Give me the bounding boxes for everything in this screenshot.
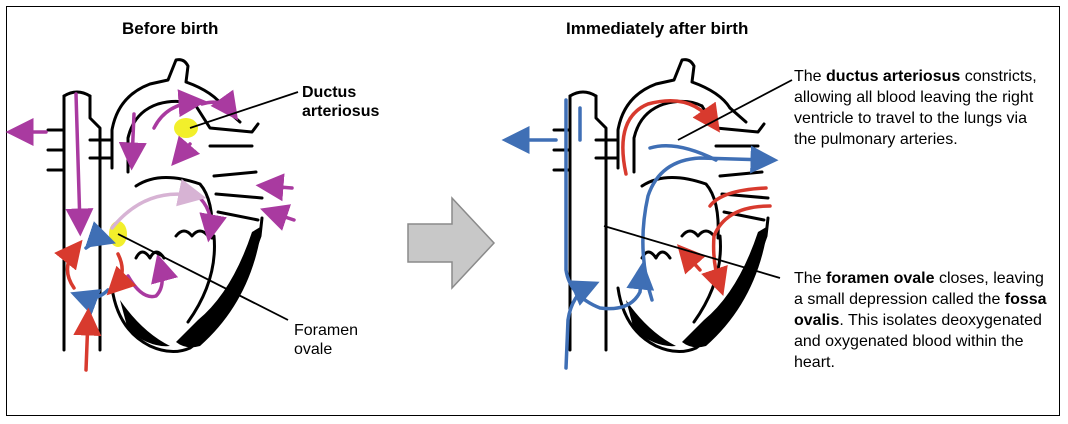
foramen-loop-arrows (67, 240, 122, 370)
ductus-arteriosus-label: Ductus arteriosus (302, 84, 379, 122)
foramen-label-line1: Foramen (294, 322, 358, 341)
ventricle-wall-left-2 (176, 226, 262, 347)
foramen-note-term: foramen ovale (826, 270, 934, 287)
transition-arrow (408, 198, 494, 288)
foramen-label-line2: ovale (294, 341, 358, 360)
ductus-note-term: ductus arteriosus (826, 68, 960, 85)
ductus-arteriosus-note: The ductus arteriosus constricts, allowi… (794, 66, 1044, 150)
ventricle-wall-right-2 (682, 226, 768, 347)
foramen-pointer-line (118, 234, 288, 320)
before-birth-heading: Before birth (122, 19, 218, 39)
foramen-ovale-note: The foramen ovale closes, leaving a smal… (794, 268, 1056, 373)
ventricle-wall-right-1 (626, 300, 676, 346)
ductus-pointer-line (190, 92, 298, 128)
after-birth-heading: Immediately after birth (566, 19, 748, 39)
ductus-label-line1: Ductus (302, 84, 379, 103)
ductus-note-pre: The (794, 68, 826, 85)
ductus-arteriosus-highlight (174, 118, 198, 138)
foramen-note-pre: The (794, 270, 826, 287)
ductus-label-line2: arteriosus (302, 103, 379, 122)
light-mixed-arrow (112, 194, 196, 228)
foramen-ovale-label: Foramen ovale (294, 322, 358, 360)
ventricle-wall-left-1 (120, 300, 170, 346)
